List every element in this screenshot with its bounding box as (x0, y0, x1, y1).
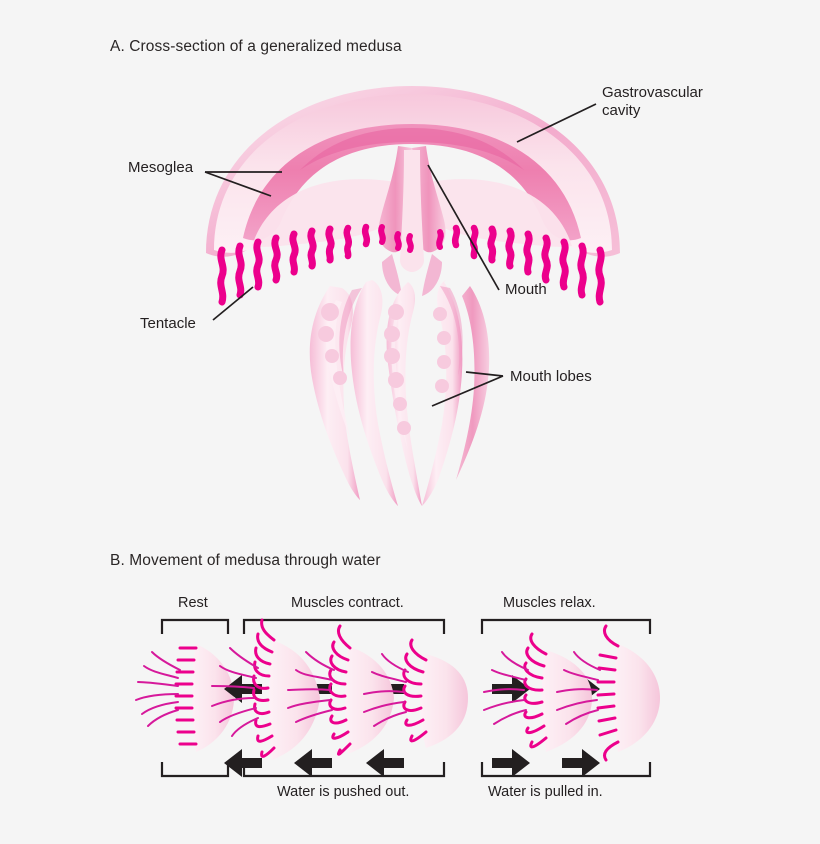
tentacles (217, 223, 605, 306)
label-mouth: Mouth (505, 281, 547, 298)
phase-label-contract: Muscles contract. (291, 595, 404, 611)
arrow-left-1 (224, 675, 262, 777)
medusa-figure-relax-2 (556, 624, 660, 762)
bell-mesoglea-body (214, 94, 612, 253)
panel-a-title: A. Cross-section of a generalized medusa (110, 38, 402, 55)
leader-lines-panel-a (204, 103, 597, 407)
label-mouth-lobes: Mouth lobes (510, 368, 592, 385)
phase-brackets (160, 618, 652, 778)
manubrium-mouth-stalk (378, 146, 446, 296)
caption-water-pulled-in: Water is pulled in. (488, 784, 603, 800)
phase-label-relax: Muscles relax. (503, 595, 596, 611)
medusa-figure-rest (135, 644, 234, 752)
caption-water-pushed-out: Water is pushed out. (277, 784, 410, 800)
label-tentacle: Tentacle (140, 315, 196, 332)
medusa-figure-contract-3 (363, 638, 468, 748)
phase-label-rest: Rest (178, 595, 208, 611)
panel-b-title: B. Movement of medusa through water (110, 552, 381, 569)
medusa-cross-section-art (204, 86, 620, 506)
medusa-figure-contract-1 (211, 618, 320, 760)
mouth-lobe-frills (318, 303, 451, 435)
gastrovascular-cavity-shape (243, 124, 581, 241)
label-gastrovascular-cavity: Gastrovascular cavity (602, 84, 703, 120)
label-mesoglea: Mesoglea (128, 159, 194, 176)
medusa-figure-contract-2 (287, 624, 394, 756)
